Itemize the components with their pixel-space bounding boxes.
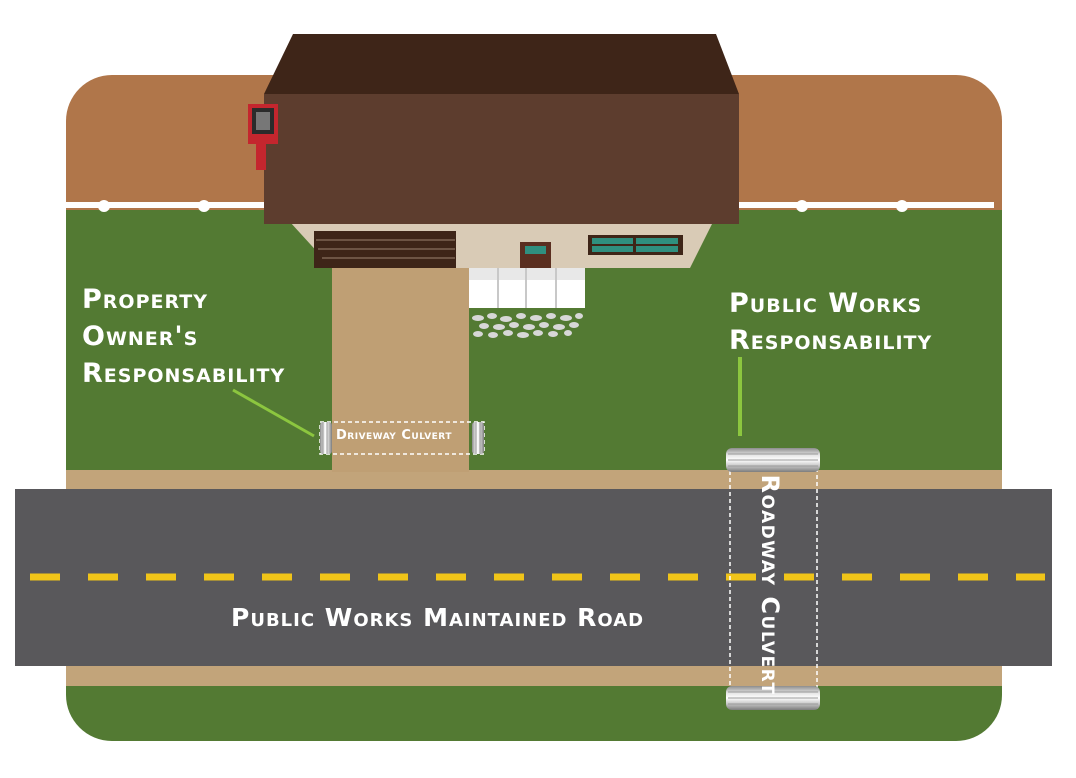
- roadway-culvert-label: Roadway Culvert: [756, 474, 784, 696]
- property-owner-responsibility-label: Property Owner's Responsability: [82, 281, 285, 392]
- owner-leader-line: [232, 388, 315, 438]
- public-works-label-line1: Public Works: [729, 288, 923, 319]
- house: [264, 34, 739, 338]
- owner-label-line2: Owner's: [82, 321, 199, 352]
- road: [15, 489, 1052, 666]
- owner-label-line3: Responsability: [82, 358, 286, 389]
- driveway-culvert-pipe: [319, 421, 485, 455]
- road-shoulder-top: [66, 470, 1002, 492]
- driveway: [332, 258, 469, 472]
- owner-label-line1: Property: [82, 284, 208, 315]
- roof-top: [264, 34, 739, 94]
- road-shoulder-bottom: [66, 664, 1002, 686]
- mailbox: [248, 104, 278, 170]
- rock-bed: [472, 313, 583, 338]
- public-works-label-line2: Responsability: [729, 325, 933, 356]
- roadway-culvert-pipe: [726, 448, 820, 710]
- porch: [469, 268, 585, 308]
- road-label: Public Works Maintained Road: [231, 603, 645, 632]
- roof: [264, 94, 739, 224]
- public-works-responsibility-label: Public Works Responsability: [729, 285, 932, 359]
- front-door: [520, 242, 551, 268]
- driveway-culvert-label: Driveway Culvert: [336, 428, 452, 443]
